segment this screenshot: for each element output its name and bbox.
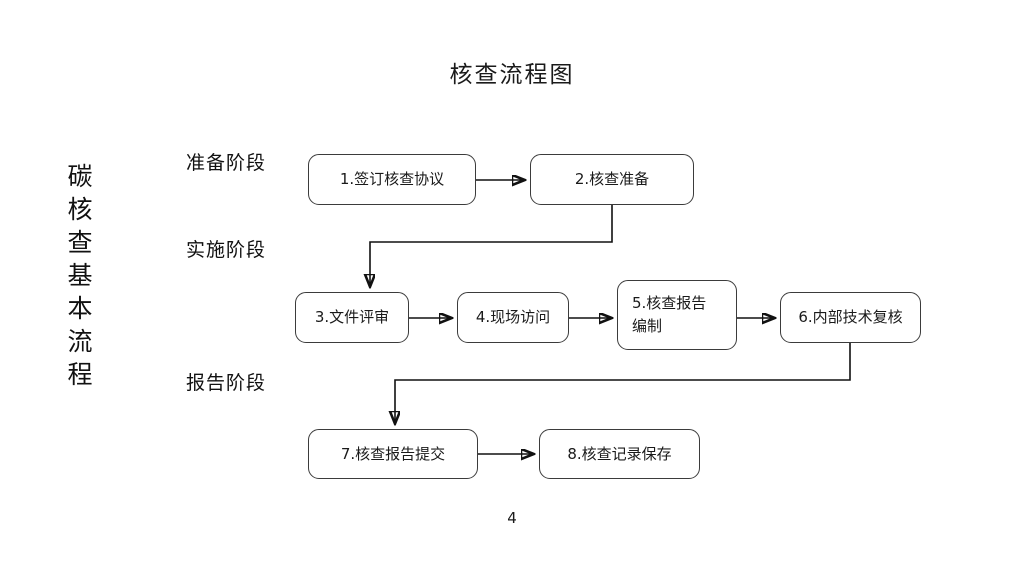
flow-node-5-verification-report-preparation[interactable]: 5.核查报告 编制 (617, 280, 737, 350)
flow-node-3-document-review[interactable]: 3.文件评审 (295, 292, 409, 343)
stage-label-preparation: 准备阶段 (186, 152, 267, 174)
flow-node-5-line2: 编制 (632, 317, 663, 335)
vertical-caption-char: 流 (67, 327, 93, 356)
vertical-caption-char: 碳 (67, 162, 93, 191)
flow-node-5-line1: 5.核查报告 (632, 294, 707, 312)
flow-node-4-site-visit[interactable]: 4.现场访问 (457, 292, 569, 343)
vertical-caption-char: 基 (67, 261, 93, 290)
vertical-caption-char: 核 (67, 195, 93, 224)
flow-node-8-verification-record-retention[interactable]: 8.核查记录保存 (539, 429, 700, 479)
connector-node6-node7 (395, 343, 851, 423)
page-title: 核查流程图 (449, 62, 575, 88)
flow-node-2-verification-preparation[interactable]: 2.核查准备 (530, 154, 694, 205)
stage-label-reporting: 报告阶段 (186, 372, 267, 394)
flow-node-6-internal-technical-review[interactable]: 6.内部技术复核 (780, 292, 921, 343)
vertical-caption-char: 程 (67, 360, 93, 389)
stage-label-implementation: 实施阶段 (186, 239, 267, 261)
vertical-caption-char: 查 (67, 228, 93, 257)
flow-node-7-verification-report-submission[interactable]: 7.核查报告提交 (308, 429, 478, 479)
flow-node-1-sign-verification-agreement[interactable]: 1.签订核查协议 (308, 154, 476, 205)
connector-node2-node3 (370, 205, 613, 286)
vertical-caption: 碳 核 查 基 本 流 程 (58, 160, 102, 391)
page-number: 4 (507, 509, 517, 527)
vertical-caption-char: 本 (67, 294, 93, 323)
